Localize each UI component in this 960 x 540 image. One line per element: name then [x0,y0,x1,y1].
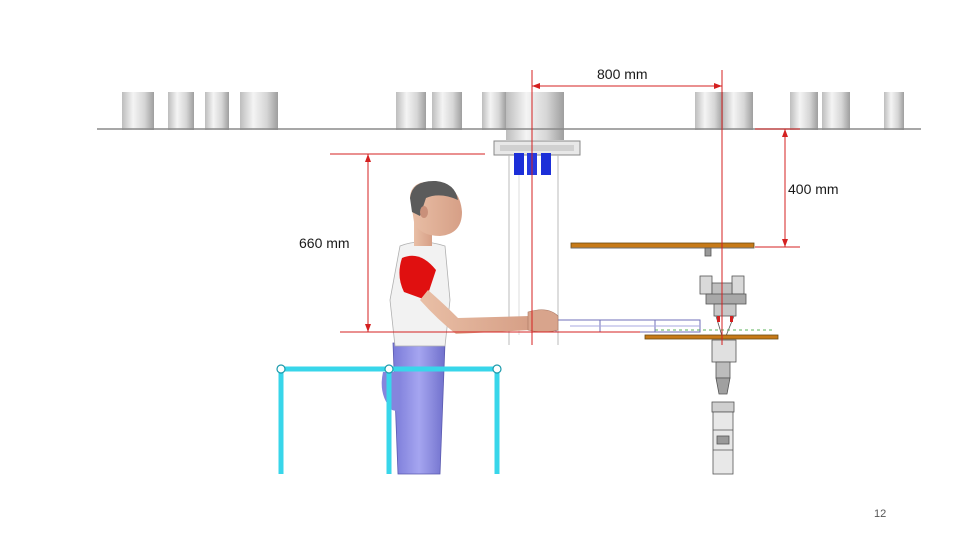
ceiling-cylinders [122,92,904,140]
person-figure [381,180,559,475]
linear-rail [555,319,701,333]
dimension-800mm [531,70,723,345]
lower-panel [644,329,779,340]
dimension-label-400mm: 400 mm [788,181,839,197]
dimension-660mm [330,153,640,333]
support-frame [278,366,500,474]
dimension-label-800mm: 800 mm [597,66,648,82]
robot-mechanism [699,247,747,475]
frame-joints [276,364,502,374]
dimension-400mm [755,128,800,248]
page-number: 12 [874,508,887,520]
upper-panel [570,242,755,249]
dimension-label-660mm: 660 mm [299,235,350,251]
ceiling-mount [493,140,581,345]
